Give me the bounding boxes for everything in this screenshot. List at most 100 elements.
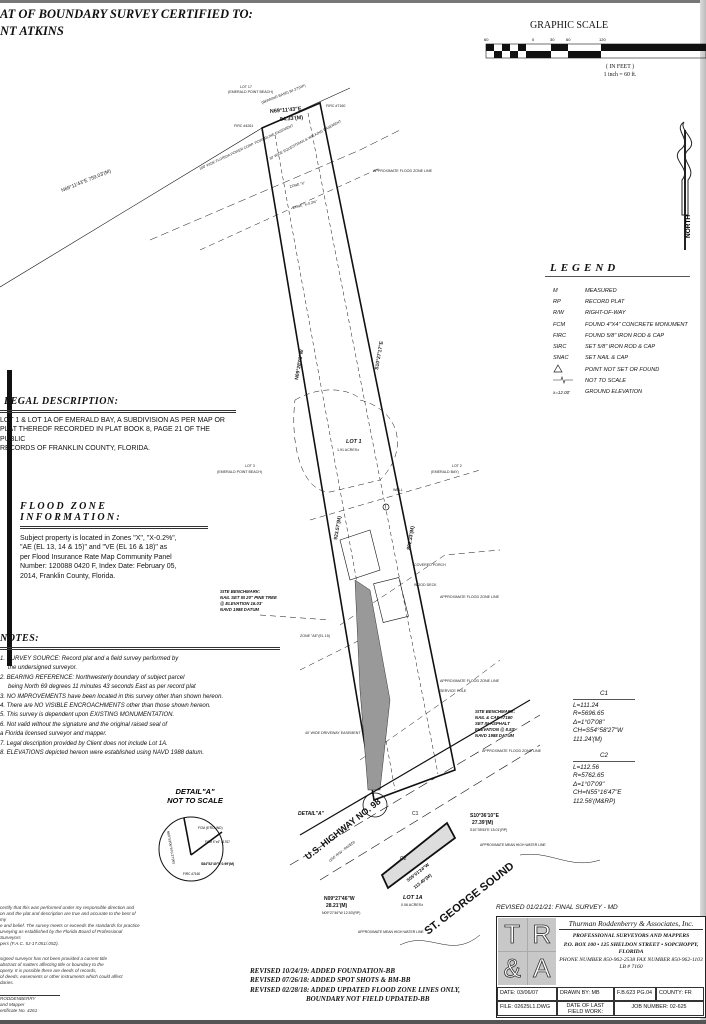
legal-line: PLAT THEREOF RECORDED IN PLAT BOOK 8, PA… bbox=[0, 426, 210, 443]
title-block: T R & A Thurman Roddenberry & Associates… bbox=[496, 916, 706, 1018]
note-line: 7. Legal description provided by Client … bbox=[0, 740, 168, 747]
curve-line: Δ=1°07'09" bbox=[573, 780, 605, 788]
lot3-label: LOT 3 bbox=[245, 464, 255, 468]
zone-label: ZONE "X" bbox=[289, 181, 306, 189]
lot17-label: LOT 17 bbox=[240, 85, 252, 89]
break-line-icon bbox=[545, 376, 585, 386]
detail-label: FCM (6"ROUND) bbox=[198, 826, 223, 830]
revision-line: REVISED 07/26/18: ADDED SPOT SHOTS & BM-… bbox=[250, 976, 411, 985]
scale-tick: 30 bbox=[550, 37, 555, 42]
legend-desc: FOUND 5/8" IRON ROD & CAP bbox=[585, 332, 665, 339]
flood-line: 2014, Franklin County, Florida. bbox=[20, 572, 116, 580]
legend-item: SIRC SET 5/8" IRON ROD & CAP bbox=[545, 341, 705, 352]
revision-line: BOUNDARY NOT FIELD UPDATED-BB bbox=[306, 994, 430, 1003]
legend-title: LEGEND bbox=[545, 262, 690, 277]
flood-title: FLOOD ZONE INFORMATION: bbox=[20, 501, 208, 529]
mhwl-label: APPROXIMATE MEAN HIGH WATER LINE bbox=[480, 843, 546, 847]
curve-line: 112.56'(M&RP) bbox=[573, 797, 616, 805]
curve-line: CH=S54°58'27"W bbox=[573, 727, 623, 735]
curve-line: R=5696.65 bbox=[573, 710, 604, 718]
legend-desc: RECORD PLAT bbox=[585, 298, 625, 305]
note-line: 4. There are NO VISIBLE ENCROACHMENTS ot… bbox=[0, 703, 211, 710]
signer-line: RODDENBERRY bbox=[0, 996, 36, 1001]
equestrian-easement-label: 30' WIDE EQUESTRIAN & WALKING EASEMENT bbox=[269, 119, 343, 161]
north-label: NORTH bbox=[685, 215, 692, 238]
company-name: Thurman Roddenberry & Associates, Inc. bbox=[559, 919, 703, 930]
title-line: NT ATKINS bbox=[0, 24, 64, 38]
job-number-cell: JOB NUMBER: 02-625 bbox=[614, 1001, 704, 1016]
lot1a-bearing: N09°27'46"W bbox=[324, 896, 355, 902]
field-book-cell: F.B.623 PG.04 bbox=[614, 987, 656, 1001]
survey-title: AT OF BOUNDARY SURVEY CERTIFIED TO: NT A… bbox=[0, 6, 253, 40]
legend-key: SIRC bbox=[553, 344, 567, 351]
benchmark-label: SET IN ASPHALT bbox=[475, 721, 510, 726]
detail-a-pointer-label: DETAIL"A" bbox=[298, 811, 325, 817]
east-distance: 892.33'(M) bbox=[406, 525, 416, 550]
zone-label: ZONE "X-0.2%" bbox=[292, 199, 318, 210]
detail-label: FCM 4"x4" #1767 bbox=[205, 840, 230, 844]
east-bearing: S10°27'17"E bbox=[374, 340, 385, 370]
legend-desc: SET 5/8" IRON ROD & CAP bbox=[585, 344, 656, 351]
detail-label: S84°52'40"E 0.99'(M) bbox=[201, 862, 234, 866]
last-field-work-cell: DATE OF LAST FIELD WORK: 01/20/21 bbox=[557, 1001, 614, 1016]
legend-item: x=12.00'GROUND ELEVATION bbox=[545, 387, 705, 398]
legend-key: RP bbox=[553, 298, 561, 305]
flood-line-label: APPROXIMATE FLOOD ZONE LINE bbox=[440, 679, 500, 683]
note-line: a Florida licensed surveyor and mapper. bbox=[0, 731, 107, 738]
driveway-easement-label: 40' WIDE DRIVEWAY EASEMENT bbox=[305, 731, 361, 735]
date-cell: DATE: 03/06/07 bbox=[497, 987, 557, 1001]
legend-item: FIRC FOUND 5/8" IRON ROD & CAP bbox=[545, 330, 705, 341]
legend-key: SNAC bbox=[553, 355, 569, 362]
curve-line: Δ=1°07'08" bbox=[573, 718, 605, 726]
curve-line: R=5762.65 bbox=[573, 772, 604, 780]
note-line: 8. ELEVATIONS depicted hereon were estab… bbox=[0, 750, 205, 757]
nw-line-label: N69°11'43"E 759.03'(M) bbox=[61, 168, 113, 194]
bottom-border bbox=[0, 1020, 706, 1024]
cert-line: urveying as established by the Florida B… bbox=[0, 929, 123, 940]
flood-line-label: APPROXIMATE FLOOD ZONE LINE bbox=[373, 169, 433, 173]
detail-label: N09°53'06"W 0.27'(M) bbox=[166, 830, 176, 864]
legend-desc: FOUND 4"X4" CONCRETE MONUMENT bbox=[585, 321, 688, 328]
detail-label: FIRC #7160 bbox=[183, 872, 200, 876]
cert-line: signed surveyor has not been provided a … bbox=[0, 956, 107, 961]
company-phone: PHONE NUMBER 850-962-2538 FAX NUMBER 850… bbox=[559, 957, 703, 963]
north-arrow: NORTH bbox=[668, 120, 700, 270]
certification: certify that this was performed under my… bbox=[0, 905, 140, 1014]
legend-key: FCM bbox=[553, 321, 566, 328]
curve-line: CH=N55°16'47"E bbox=[573, 789, 622, 797]
c1-label: C1 bbox=[412, 811, 419, 817]
lot1a-label: LOT 1A bbox=[403, 895, 423, 901]
lot2-label: LOT 2 bbox=[452, 464, 462, 468]
legend-desc: POINT NOT SET OR FOUND bbox=[585, 366, 660, 373]
lot1a-record: S10°35'53"E 15.01'(RP) bbox=[470, 828, 507, 832]
revision-line: REVISED 10/24/19: ADDED FOUNDATION-BB bbox=[250, 967, 396, 975]
benchmark-label: NAIL SET IN 20" PINE TREE bbox=[220, 595, 277, 600]
cert-line: operty. It is possible there are deeds o… bbox=[0, 968, 97, 973]
benchmark-label: SITE BENCHMARK: bbox=[475, 709, 516, 714]
benchmark-label: NAVD 1988 DATUM bbox=[220, 607, 259, 612]
c2-label: C2 bbox=[400, 856, 407, 862]
cert-line: e and belief. The survey meets or exceed… bbox=[0, 923, 140, 928]
logo-letter: T bbox=[498, 918, 527, 951]
logo-letter: R bbox=[527, 918, 556, 951]
flood-line-label: APPROXIMATE FLOOD ZONE LINE bbox=[440, 595, 500, 599]
lot1a-distance: 28.21'(M) bbox=[326, 903, 348, 909]
lot1-label: LOT 1 bbox=[346, 439, 362, 445]
lot1-area: 1.91 ACRES± bbox=[337, 448, 359, 452]
note-line: 6. Not valid without the signature and t… bbox=[0, 721, 168, 728]
legend-item: NOT TO SCALE bbox=[545, 375, 705, 386]
legend-item: RP RECORD PLAT bbox=[545, 296, 705, 307]
revision-line: REVISED 02/28/18: ADDED UPDATED FLOOD ZO… bbox=[250, 985, 461, 994]
legal-title: LEGAL DESCRIPTION: bbox=[0, 396, 236, 413]
legend-desc: GROUND ELEVATION bbox=[585, 389, 643, 396]
legend-key: FIRC bbox=[553, 332, 567, 339]
legal-line: LOT 1 & LOT 1A OF EMERALD BAY, A SUBDIVI… bbox=[0, 417, 225, 424]
scale-tick: 60 bbox=[484, 37, 489, 42]
top-border bbox=[0, 0, 706, 3]
curve-name: C1 bbox=[573, 690, 635, 700]
final-revision: REVISED 01/21/21: FINAL SURVEY - MD bbox=[496, 904, 618, 911]
note-line: 2. BEARING REFERENCE: Northwesterly boun… bbox=[0, 674, 185, 681]
legend-key: R/W bbox=[553, 310, 564, 317]
page-edge bbox=[700, 0, 706, 1024]
